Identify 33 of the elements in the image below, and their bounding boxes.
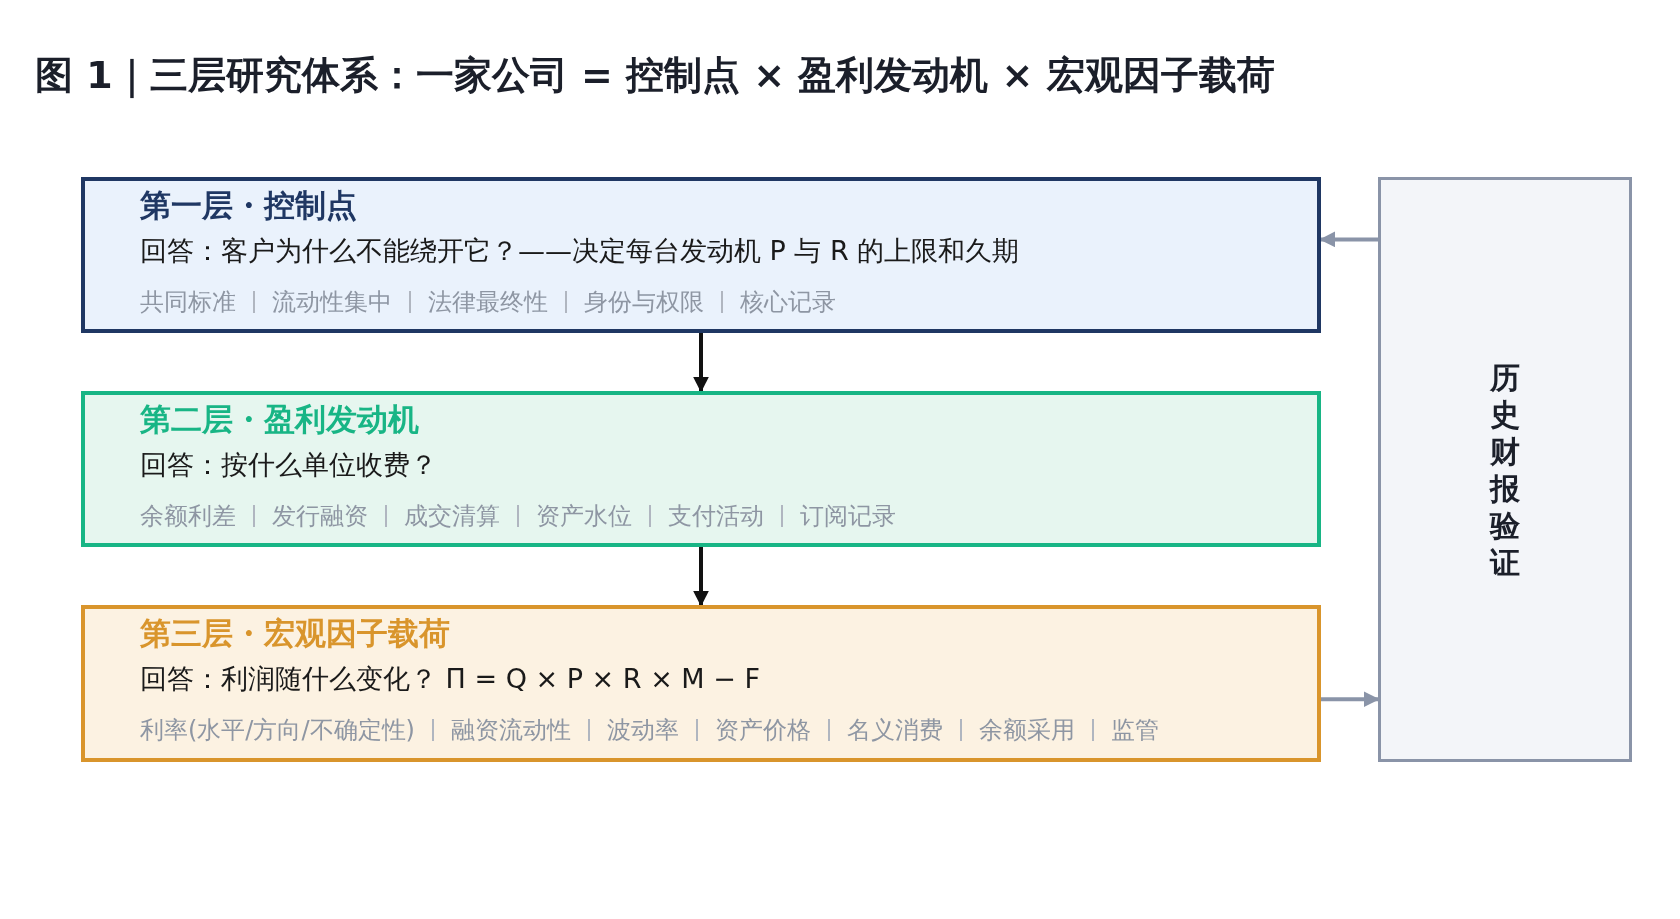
tag-label: 监管 bbox=[1110, 715, 1159, 746]
tag-label: 支付活动 bbox=[668, 501, 764, 532]
tag-label: 名义消费 bbox=[846, 715, 943, 746]
tag-label: 共同标准 bbox=[140, 287, 236, 318]
layer-heading: 第三层・宏观因子载荷 bbox=[140, 614, 450, 653]
tag-label: 融资流动性 bbox=[450, 715, 571, 746]
layer-box bbox=[81, 391, 1321, 547]
layer-heading: 第二层・盈利发动机 bbox=[140, 400, 419, 439]
tag-label: 身份与权限 bbox=[584, 287, 704, 318]
vertical-label: 历史财报验证 bbox=[1489, 358, 1521, 581]
question-text: 回答：按什么单位收费？ bbox=[140, 448, 437, 482]
layer-heading: 第一层・控制点 bbox=[140, 186, 357, 225]
tag-label: 资产价格 bbox=[714, 715, 811, 746]
layer-box bbox=[81, 177, 1321, 333]
tag-label: 余额利差 bbox=[140, 501, 236, 532]
tag-label: 成交清算 bbox=[404, 501, 500, 532]
tag-label: 资产水位 bbox=[536, 501, 632, 532]
arrow bbox=[1321, 691, 1380, 708]
diagram-title: 图 1｜三层研究体系：一家公司 = 控制点 × 盈利发动机 × 宏观因子载荷 bbox=[35, 52, 1275, 100]
tag-label: 利率(水平/方向/不确定性) bbox=[140, 715, 415, 746]
tag-label: 余额采用 bbox=[978, 715, 1075, 746]
validation-box bbox=[1378, 177, 1632, 762]
arrow bbox=[693, 333, 709, 393]
tag-label: 流动性集中 bbox=[272, 287, 392, 318]
tag-label: 订阅记录 bbox=[800, 501, 896, 532]
arrow bbox=[693, 547, 709, 607]
question-text: 回答：客户为什么不能绕开它？——决定每台发动机 P 与 R 的上限和久期 bbox=[140, 234, 1020, 268]
tag-label: 发行融资 bbox=[272, 501, 368, 532]
tag-label: 法律最终性 bbox=[428, 287, 548, 318]
tag-label: 波动率 bbox=[606, 715, 679, 746]
layer-box bbox=[81, 605, 1321, 762]
tag-label: 核心记录 bbox=[740, 287, 836, 318]
question-text: 回答：利润随什么变化？ Π = Q × P × R × M − F bbox=[140, 662, 760, 696]
